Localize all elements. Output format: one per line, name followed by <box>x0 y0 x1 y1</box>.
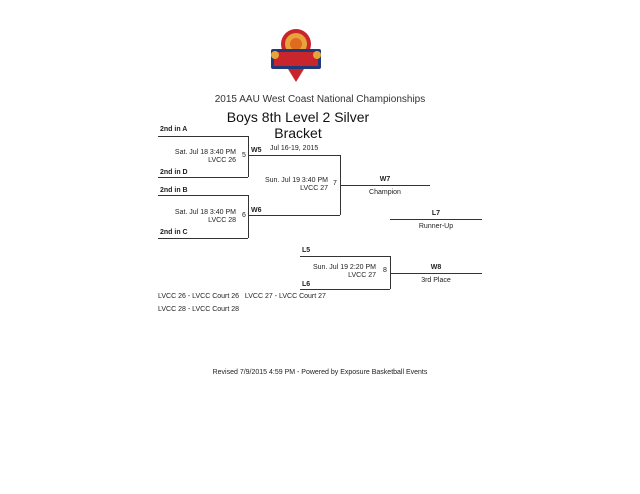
bracket-line <box>158 177 248 178</box>
division-title: Boys 8th Level 2 Silver <box>226 109 370 125</box>
bracket-line <box>248 195 249 238</box>
court-legend-line2: LVCC 28 - LVCC Court 28 <box>158 306 240 313</box>
event-dates: Jul 16-19, 2015 <box>270 145 319 152</box>
court-legend-line1: LVCC 26 - LVCC Court 26 LVCC 27 - LVCC C… <box>158 293 326 300</box>
champion-label: Champion <box>369 189 401 196</box>
game5-court: LVCC 26 <box>208 157 236 164</box>
game6-court: LVCC 28 <box>208 217 236 224</box>
game8-time: Sun. Jul 19 2:20 PM <box>312 264 376 271</box>
loser-l5: L5 <box>302 247 311 254</box>
bracket-line <box>300 256 390 257</box>
revision-footer: Revised 7/9/2015 4:59 PM - Powered by Ex… <box>212 369 428 376</box>
bracket-line <box>248 215 340 216</box>
game8-court: LVCC 27 <box>348 272 376 279</box>
bracket-line <box>248 136 249 177</box>
bracket-line <box>390 219 482 220</box>
game6-number: 6 <box>242 212 246 219</box>
bracket-line <box>300 289 390 290</box>
winner-w5: W5 <box>251 147 262 154</box>
seed-2nd-in-b: 2nd in B <box>160 187 188 194</box>
game5-number: 5 <box>242 152 246 159</box>
bracket-line <box>390 273 482 274</box>
game7-time: Sun. Jul 19 3:40 PM <box>264 177 328 184</box>
seed-2nd-in-d: 2nd in D <box>160 169 188 176</box>
game5-time: Sat. Jul 18 3:40 PM <box>174 149 236 156</box>
bracket-title: Bracket <box>274 125 322 141</box>
event-subtitle: 2015 AAU West Coast National Championshi… <box>214 94 426 105</box>
game6-time: Sat. Jul 18 3:40 PM <box>174 209 236 216</box>
runner-up-label: Runner-Up <box>418 223 454 230</box>
winner-w7: W7 <box>379 176 391 183</box>
winner-w8: W8 <box>430 264 442 271</box>
winner-w6: W6 <box>251 207 262 214</box>
bracket-line <box>248 155 340 156</box>
loser-l7: L7 <box>431 210 441 217</box>
seed-2nd-in-c: 2nd in C <box>160 229 188 236</box>
bracket-line <box>158 238 248 239</box>
bracket-line <box>340 185 430 186</box>
loser-l6: L6 <box>302 281 311 288</box>
game7-number: 7 <box>333 180 337 187</box>
game7-court: LVCC 27 <box>300 185 328 192</box>
bracket-line <box>390 256 391 289</box>
game8-number: 8 <box>383 267 387 274</box>
bracket-line <box>158 136 248 137</box>
third-place-label: 3rd Place <box>421 277 451 284</box>
seed-2nd-in-a: 2nd in A <box>160 126 188 133</box>
bracket-line <box>158 195 248 196</box>
championship-logo <box>266 22 326 84</box>
